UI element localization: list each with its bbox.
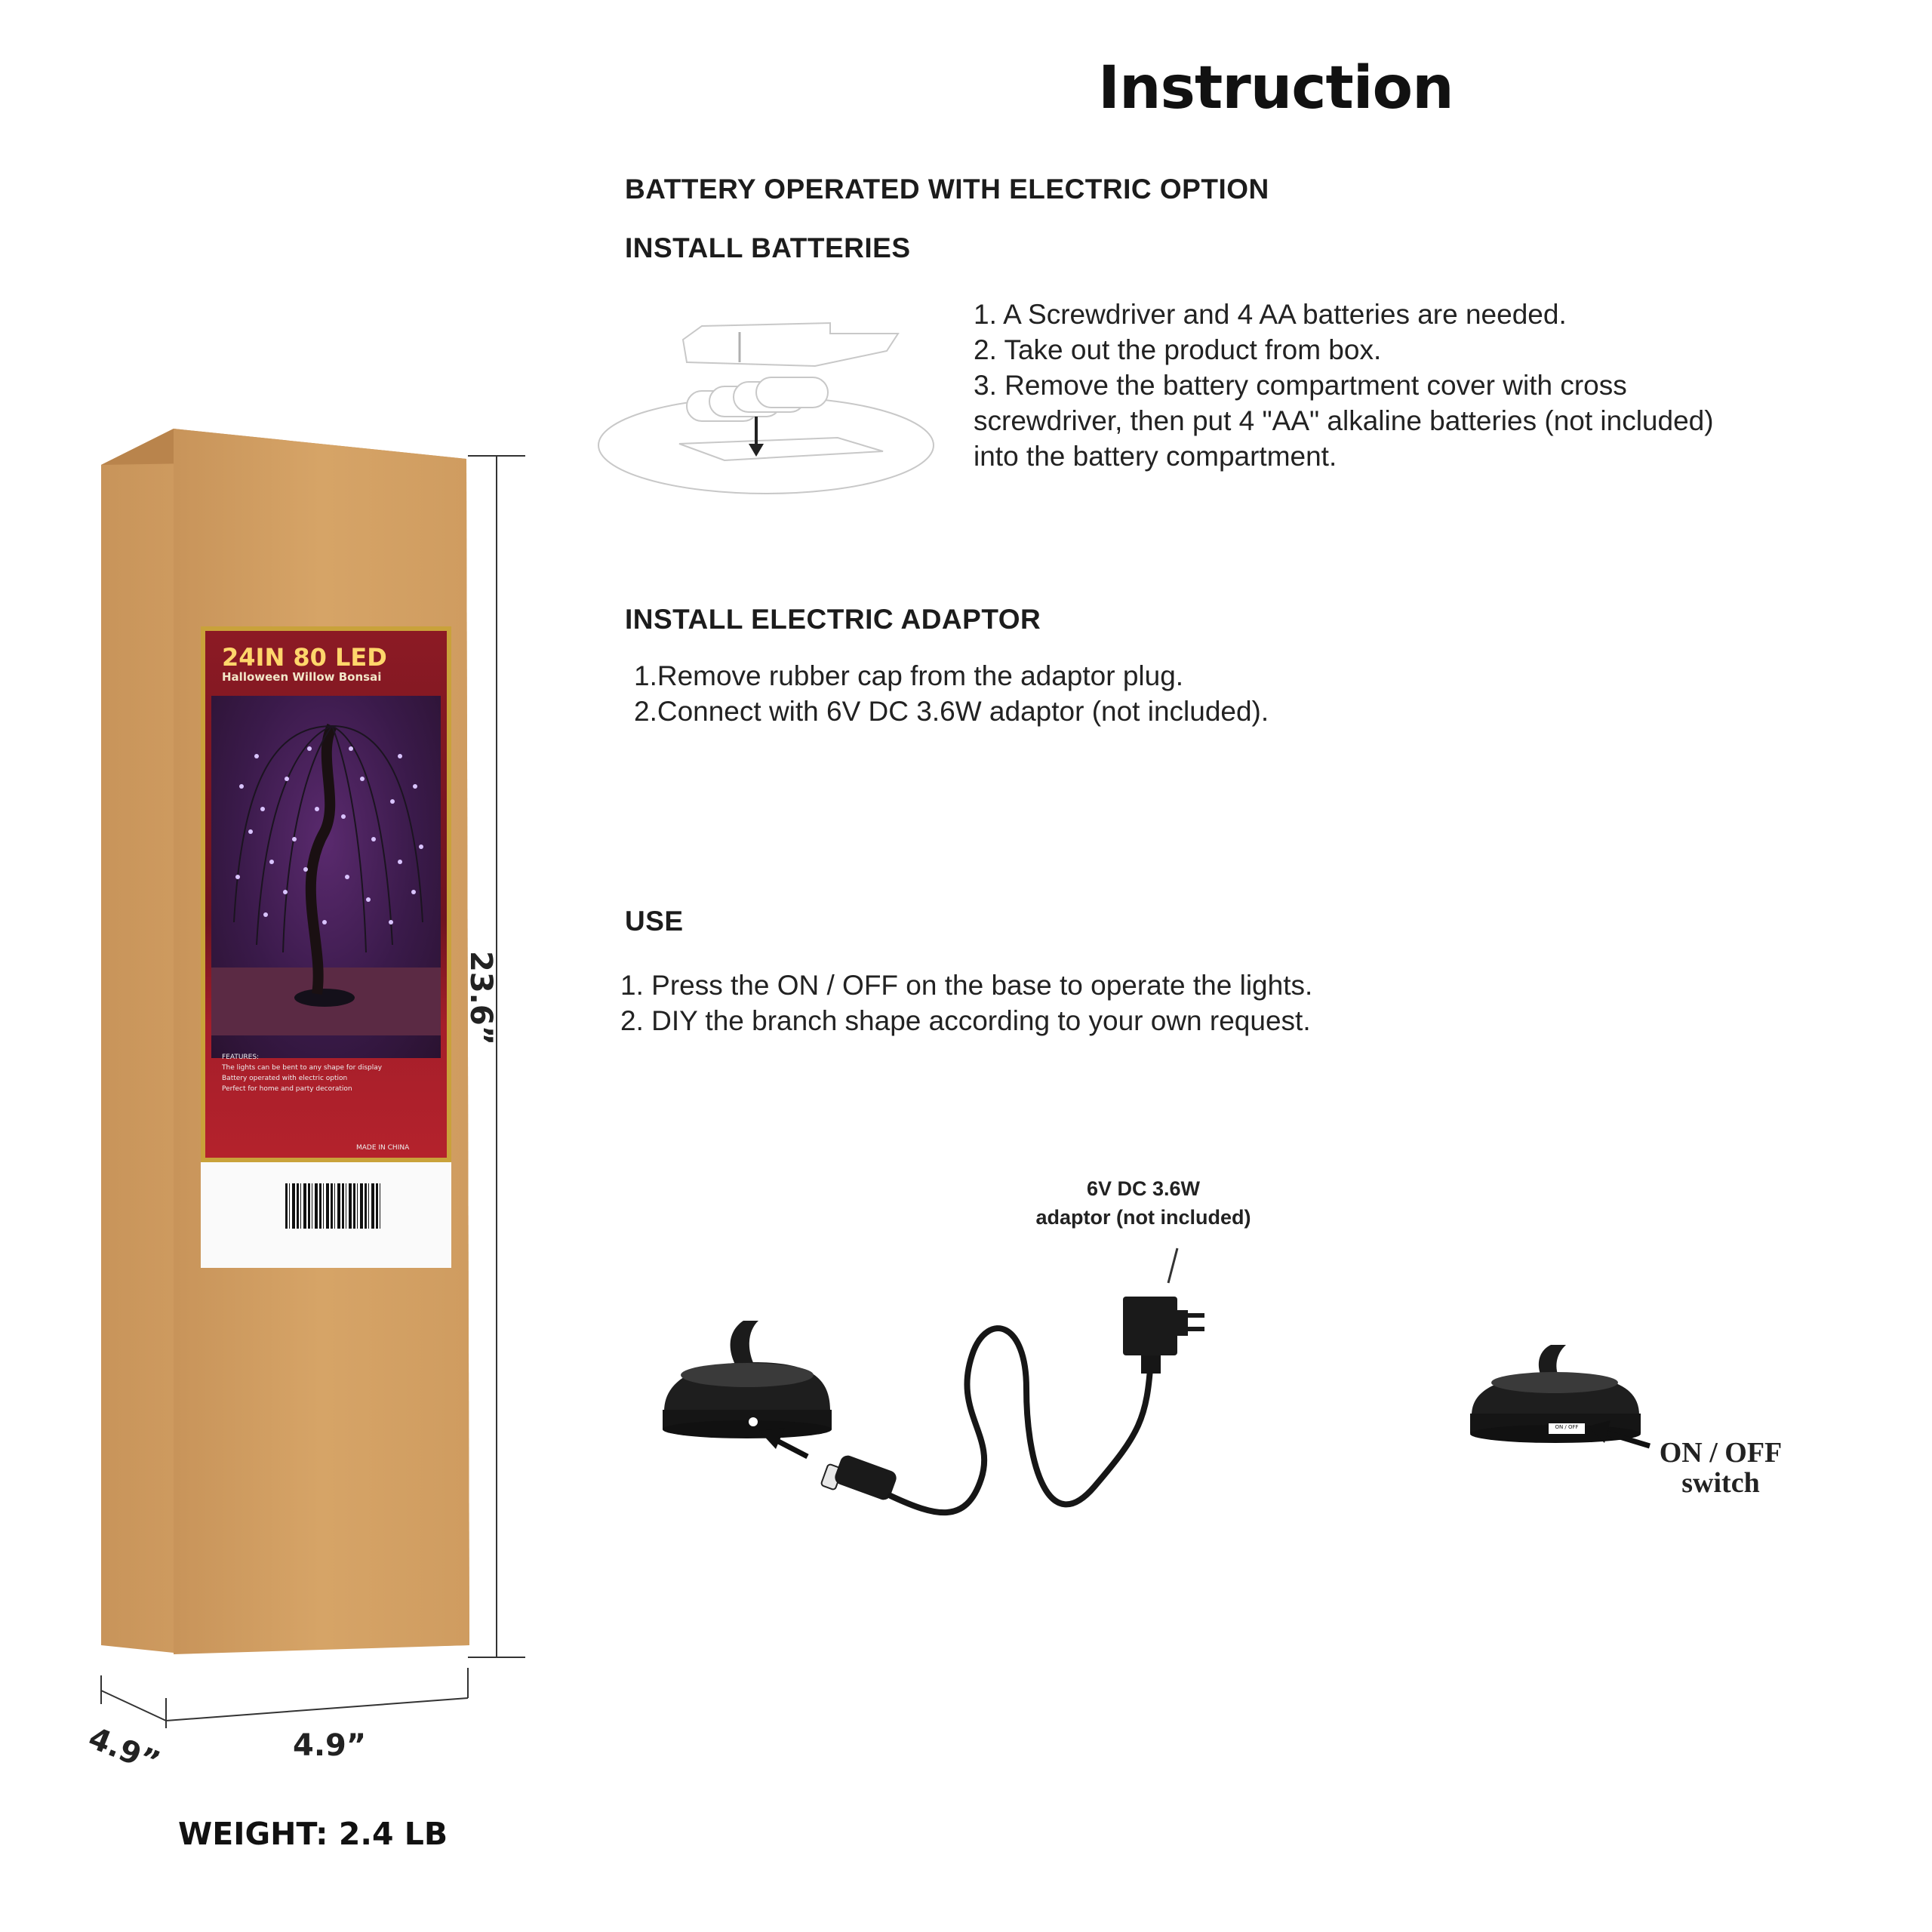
switch-label-line-2: switch (1681, 1467, 1760, 1499)
battery-step-2: 2. Take out the product from box. (974, 334, 1382, 365)
battery-step-3-cont: screwdriver, then put 4 "AA" alkaline ba… (974, 405, 1714, 436)
battery-section-heading: BATTERY OPERATED WITH ELECTRIC OPTION (625, 174, 1269, 205)
willow-tree-icon (211, 723, 441, 1035)
battery-step-3: 3. Remove the battery compartment cover … (974, 370, 1627, 401)
base-with-switch-illustration (1470, 1345, 1641, 1443)
dimension-lines (100, 455, 525, 1728)
product-label-art: 24IN 80 LED Halloween Willow Bonsai (201, 626, 451, 1162)
use-heading: USE (625, 906, 684, 937)
use-steps: 1. Press the ON / OFF on the base to ope… (620, 968, 1312, 1038)
adaptor-step-1: 1.Remove rubber cap from the adaptor plu… (634, 660, 1184, 691)
adaptor-label: 6V DC 3.6W adaptor (not included) (1011, 1174, 1275, 1232)
install-adaptor-heading: INSTALL ELECTRIC ADAPTOR (625, 604, 1041, 635)
battery-steps: 1. A Screwdriver and 4 AA batteries are … (974, 297, 1714, 474)
battery-step-1: 1. A Screwdriver and 4 AA batteries are … (974, 299, 1567, 330)
switch-tag: ON / OFF (1555, 1424, 1579, 1430)
switch-label-line-1: ON / OFF (1659, 1437, 1783, 1469)
weight-label: WEIGHT: 2.4 LB (178, 1816, 448, 1852)
page-title: Instruction (1098, 54, 1454, 122)
tree-photo (211, 696, 441, 1058)
made-in-label: MADE IN CHINA (356, 1144, 410, 1152)
adaptor-steps: 1.Remove rubber cap from the adaptor plu… (634, 658, 1269, 729)
adaptor-step-2: 2.Connect with 6V DC 3.6W adaptor (not i… (634, 696, 1269, 727)
battery-compartment-illustration (598, 321, 934, 494)
barcode-sticker (201, 1162, 451, 1268)
width-dimension-label: 4.9” (293, 1728, 367, 1763)
product-label-subtitle: Halloween Willow Bonsai (222, 670, 382, 684)
product-label-title: 24IN 80 LED (222, 643, 387, 672)
height-dimension-label: 23.6” (463, 951, 498, 1045)
product-label: 24IN 80 LED Halloween Willow Bonsai (201, 626, 451, 1268)
adaptor-connection-diagram (663, 1247, 1204, 1515)
switch-arrow (1588, 1420, 1651, 1449)
barcode-icon (285, 1183, 382, 1229)
use-step-2: 2. DIY the branch shape according to you… (620, 1005, 1311, 1036)
switch-label: ON / OFF switch (1645, 1438, 1796, 1498)
adaptor-label-line-1: 6V DC 3.6W (1086, 1177, 1201, 1200)
install-batteries-heading: INSTALL BATTERIES (625, 232, 911, 263)
battery-step-3-cont2: into the battery compartment. (974, 441, 1337, 472)
use-step-1: 1. Press the ON / OFF on the base to ope… (620, 970, 1313, 1001)
adaptor-label-line-2: adaptor (not included) (1035, 1206, 1251, 1229)
